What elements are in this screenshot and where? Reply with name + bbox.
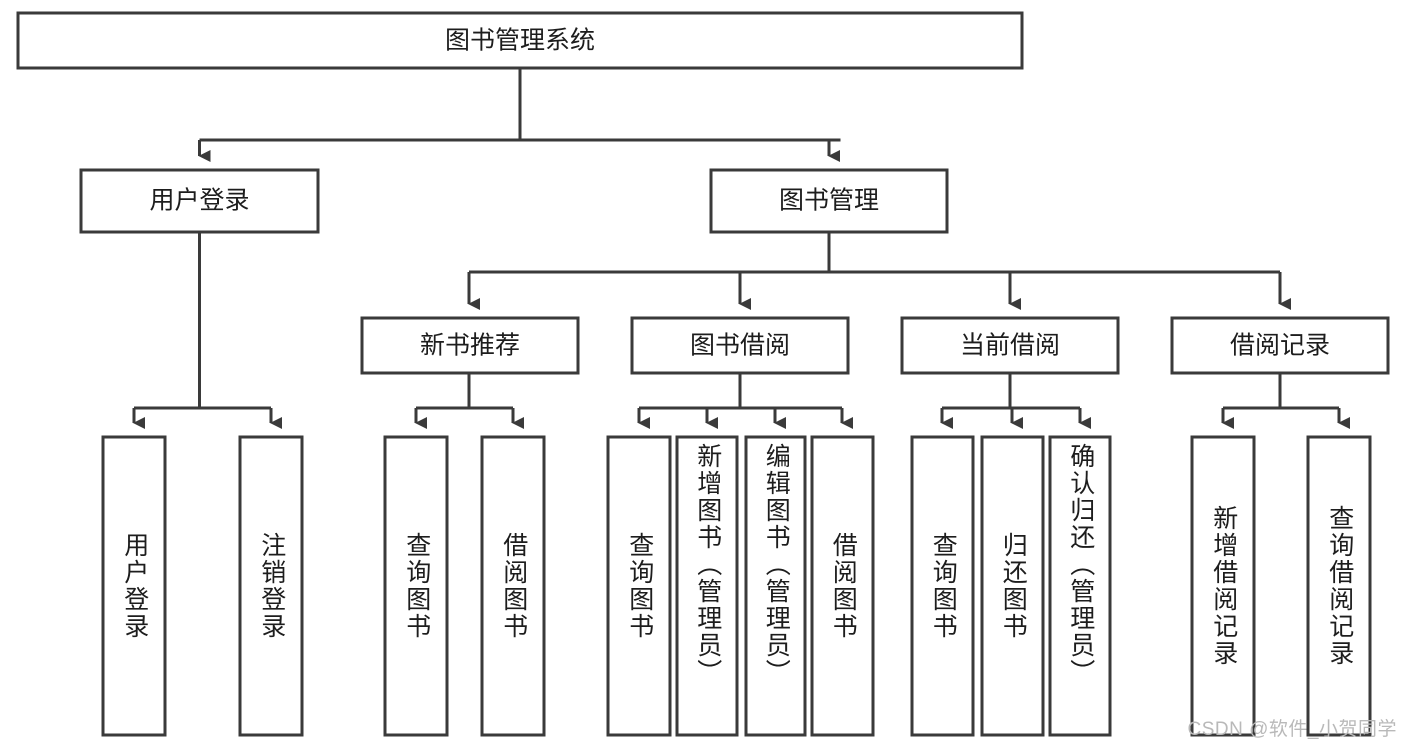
leaf-box-rec-query-book <box>383 435 449 737</box>
leaf-rec-query-book[interactable]: 查询图书 <box>385 437 447 735</box>
connector-currentborrow-to-leaves <box>940 373 1091 429</box>
leaf-bb-add-book-label: 新增图书（管理员） <box>693 443 722 686</box>
leaf-box-cb-query-book <box>910 435 975 737</box>
leaf-bb-query-book-label: 查询图书 <box>625 532 654 640</box>
leaf-bb-query-book[interactable]: 查询图书 <box>608 437 670 735</box>
leaf-box-bb-borrow-book <box>810 435 875 737</box>
leaf-cb-confirm-return[interactable]: 确认归还（管理员） <box>1050 437 1110 735</box>
leaf-cb-query-book[interactable]: 查询图书 <box>912 437 973 735</box>
connector-bookmanage-to-level3 <box>467 232 1291 310</box>
csdn-watermark: CSDN @软件_小贺同学 <box>1187 719 1397 740</box>
node-book-borrow-label: 图书借阅 <box>690 332 790 360</box>
leaf-box-bb-edit-book <box>744 435 807 737</box>
node-new-book-rec-label: 新书推荐 <box>420 332 520 360</box>
connector-bookborrow-to-leaves <box>637 373 853 429</box>
leaf-cb-return-book[interactable]: 归还图书 <box>982 437 1043 735</box>
node-book-manage-label: 图书管理 <box>779 187 879 215</box>
leaf-bb-add-book[interactable]: 新增图书（管理员） <box>677 437 737 735</box>
node-book-borrow[interactable]: 图书借阅 <box>630 316 850 375</box>
node-current-borrow-label: 当前借阅 <box>960 332 1060 360</box>
node-book-manage[interactable]: 图书管理 <box>709 168 949 234</box>
node-new-book-rec[interactable]: 新书推荐 <box>360 316 580 375</box>
leaf-user-logout[interactable]: 注销登录 <box>240 437 302 735</box>
leaf-boxes <box>101 435 1372 737</box>
leaf-br-query-record[interactable]: 查询借阅记录 <box>1308 437 1370 735</box>
leaf-br-add-record[interactable]: 新增借阅记录 <box>1192 437 1254 735</box>
leaf-box-br-query-record <box>1306 435 1372 737</box>
connector-borrowrecord-to-leaves <box>1221 373 1350 429</box>
node-user-login[interactable]: 用户登录 <box>79 168 320 234</box>
node-root[interactable]: 图书管理系统 <box>16 11 1024 70</box>
connector-newbookrec-to-leaves <box>414 373 524 429</box>
leaf-box-user-logout <box>238 435 304 737</box>
leaf-box-bb-add-book <box>675 435 739 737</box>
leaf-rec-borrow-book[interactable]: 借阅图书 <box>482 437 544 735</box>
leaf-bb-borrow-book-label: 借阅图书 <box>829 532 858 640</box>
leaf-cb-return-book-label: 归还图书 <box>999 532 1028 640</box>
leaf-user-login-label: 用户登录 <box>120 532 149 640</box>
node-user-login-label: 用户登录 <box>149 187 249 215</box>
leaf-box-user-login <box>101 435 167 737</box>
leaf-br-query-record-label: 查询借阅记录 <box>1325 505 1354 667</box>
node-current-borrow[interactable]: 当前借阅 <box>900 316 1120 375</box>
node-root-label: 图书管理系统 <box>445 27 595 55</box>
leaf-box-cb-return-book <box>980 435 1045 737</box>
connector-root-to-level2 <box>198 68 841 162</box>
leaf-bb-edit-book[interactable]: 编辑图书（管理员） <box>746 437 805 735</box>
connector-userlogin-to-leaves <box>132 232 282 429</box>
leaf-rec-borrow-book-label: 借阅图书 <box>499 532 528 640</box>
leaf-cb-query-book-label: 查询图书 <box>929 532 958 640</box>
leaf-bb-borrow-book[interactable]: 借阅图书 <box>812 437 873 735</box>
leaf-cb-confirm-return-label: 确认归还（管理员） <box>1066 443 1095 686</box>
leaf-box-br-add-record <box>1190 435 1256 737</box>
leaf-user-login[interactable]: 用户登录 <box>103 437 165 735</box>
leaf-br-add-record-label: 新增借阅记录 <box>1209 505 1238 667</box>
leaf-bb-edit-book-label: 编辑图书（管理员） <box>762 443 791 686</box>
leaf-box-bb-query-book <box>606 435 672 737</box>
leaf-user-logout-label: 注销登录 <box>257 532 286 640</box>
leaf-box-cb-confirm-return <box>1048 435 1112 737</box>
leaf-box-rec-borrow-book <box>480 435 546 737</box>
node-borrow-record[interactable]: 借阅记录 <box>1170 316 1390 375</box>
node-borrow-record-label: 借阅记录 <box>1230 332 1330 360</box>
leaf-rec-query-book-label: 查询图书 <box>402 532 431 640</box>
